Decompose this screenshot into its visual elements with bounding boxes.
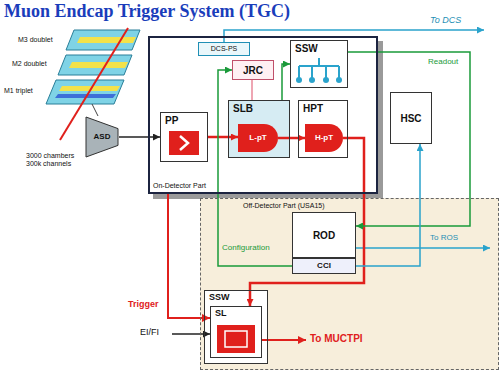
- annotation: EI/FI: [140, 328, 159, 338]
- rod-box: ROD: [292, 212, 356, 258]
- hpt-box: HPT H-pT: [298, 100, 348, 158]
- jrc-box: JRC: [232, 60, 274, 80]
- chamber-wire: [92, 104, 98, 116]
- hsc-box: HSC: [390, 92, 432, 144]
- signal-line: [251, 80, 253, 100]
- diagram-title: Muon Endcap Trigger System (TGC): [4, 2, 290, 22]
- coincidence-gate: H-pT: [305, 124, 343, 152]
- node-label: Off-Detector Part (USA15): [243, 202, 325, 210]
- node-label: SSW: [291, 41, 322, 56]
- signal-line: [218, 70, 292, 266]
- pp-symbol: [169, 131, 199, 155]
- annotation: M1 triplet: [4, 87, 33, 95]
- dcs-box: DCS-PS: [198, 42, 250, 56]
- node-label: ASD: [94, 133, 111, 142]
- coincidence-gate: L-pT: [238, 124, 278, 152]
- chip-symbol: [217, 325, 255, 353]
- signal-line: [250, 138, 364, 306]
- annotation: To MUCTPI: [310, 333, 363, 344]
- signal-line: [278, 137, 305, 140]
- node-label: ROD: [313, 230, 335, 241]
- node-label: HSC: [400, 113, 421, 124]
- node-label: On-Detector Part: [150, 182, 209, 192]
- node-label: SSW: [205, 291, 234, 305]
- cci-box: CCI: [292, 258, 356, 274]
- box-fill: [148, 36, 378, 194]
- annotation: 3000 chambers 300k channels: [26, 152, 84, 167]
- node-label: HPT: [299, 101, 327, 116]
- annotation: M3 doublet: [18, 36, 53, 44]
- node-label: SL: [211, 307, 231, 321]
- annotation: Configuration: [222, 244, 270, 253]
- annotation: To DCS: [430, 16, 461, 26]
- node-label: JRC: [243, 65, 263, 76]
- ssw-box: SSW: [290, 40, 348, 88]
- fanout-symbol: [291, 56, 347, 86]
- node-label: PP: [161, 113, 182, 128]
- off-detector-region: Off-Detector Part (USA15) ROD CCI SSW SL: [200, 198, 499, 370]
- node-label: CCI: [317, 262, 331, 271]
- signal-line: [119, 136, 160, 138]
- node-label: H-pT: [315, 134, 333, 143]
- box-fill: [298, 100, 348, 158]
- on-detector-box: On-Detector Part DCS-PS JRC PP SLB L-pT SSW HPT…: [148, 36, 378, 194]
- node-label: SLB: [229, 101, 257, 116]
- box-fill: [204, 290, 268, 364]
- node-label: L-pT: [249, 134, 266, 143]
- sl-box: SL: [210, 306, 262, 358]
- amplifier-shape: ASD: [85, 116, 119, 158]
- tgc-chambers: [46, 30, 140, 104]
- signal-line: [282, 64, 290, 100]
- slb-box: SLB L-pT: [228, 100, 290, 158]
- ssw-box: SSW SL: [204, 290, 268, 364]
- signal-line: [348, 52, 470, 226]
- signal-line: [356, 144, 420, 266]
- annotation: To ROS: [430, 234, 458, 243]
- ros-wire: [356, 247, 490, 249]
- pp-box: PP: [160, 112, 208, 162]
- annotation: M2 doublet: [12, 60, 47, 68]
- annotation: Readout: [428, 58, 458, 67]
- box-fill: [228, 100, 290, 158]
- muctpi-wire: [262, 339, 306, 341]
- signal-line: [208, 136, 238, 139]
- annotation: Trigger: [128, 300, 159, 310]
- node-label: DCS-PS: [211, 45, 237, 53]
